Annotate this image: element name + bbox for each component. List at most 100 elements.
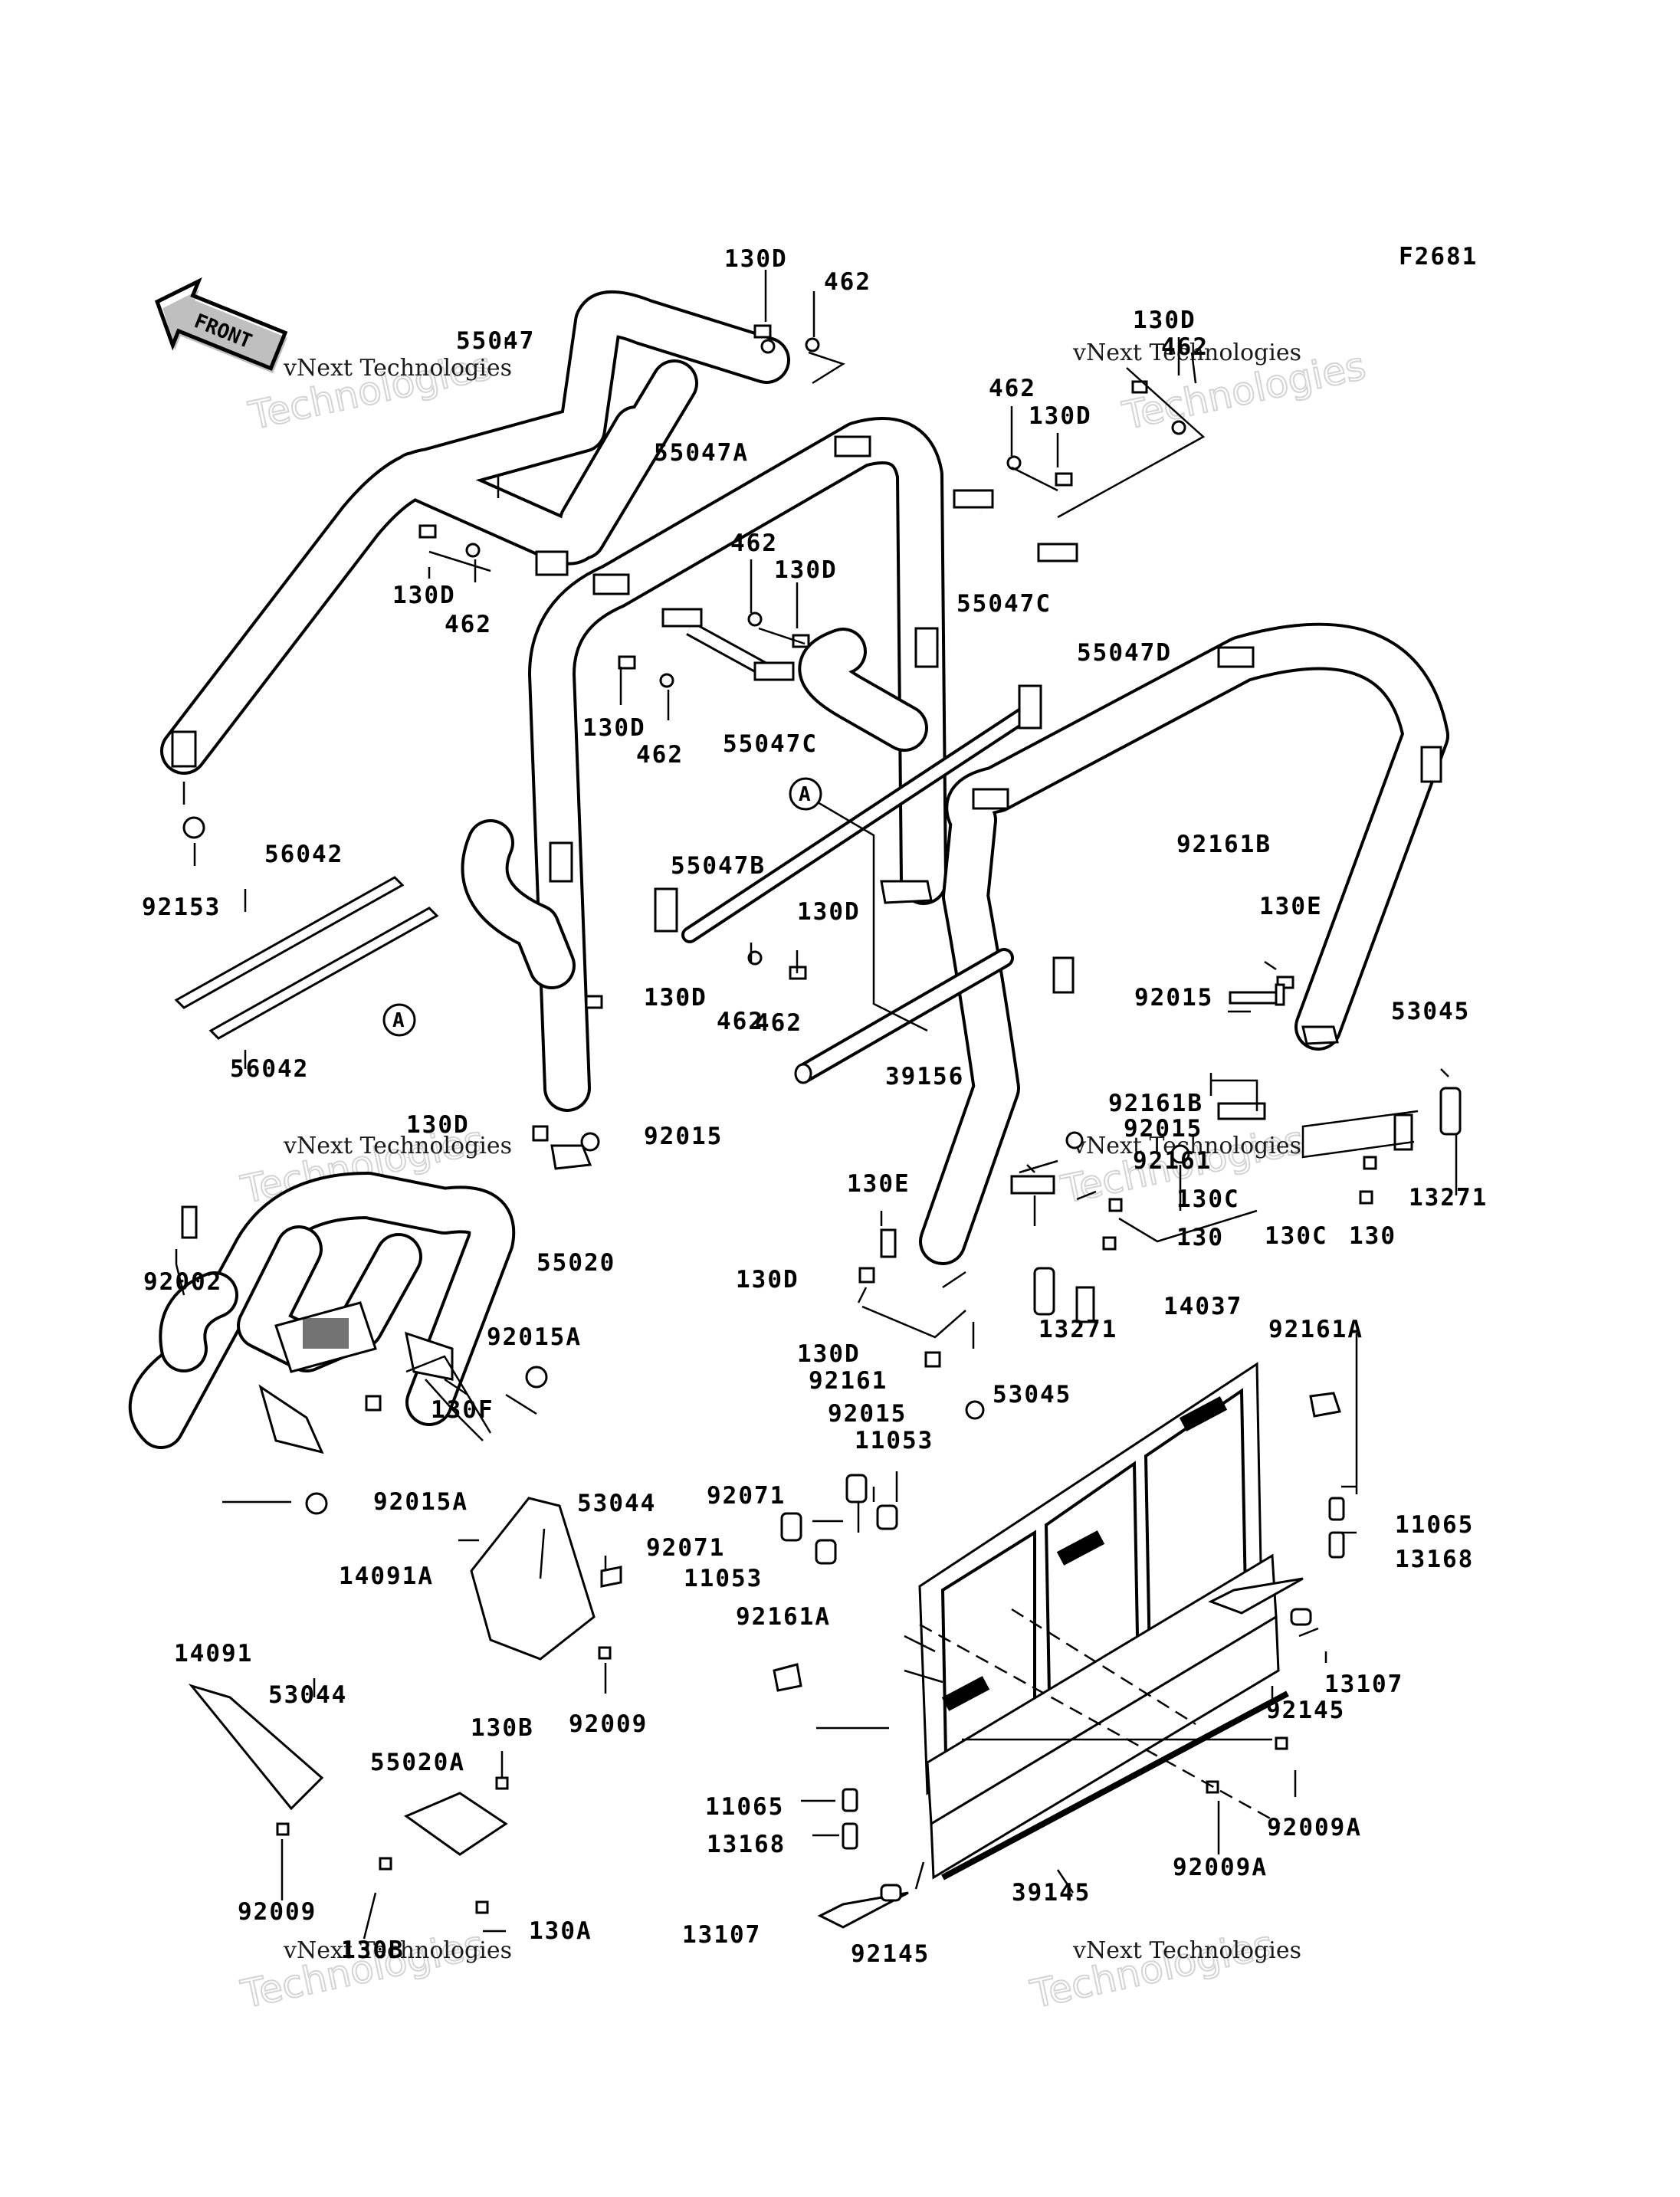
part-label: 130 [1176, 1224, 1224, 1251]
part-label: 130D [724, 245, 788, 273]
part-label: 53045 [1391, 998, 1470, 1025]
part-label: 130D [644, 984, 707, 1012]
tube-39156 [794, 948, 1014, 1084]
part-label: 462 [730, 530, 778, 557]
part-label: 92071 [707, 1482, 786, 1510]
part-label: 55047B [671, 852, 766, 880]
watermark-text: vNext Technologies [283, 355, 512, 382]
pad-92161A-lower [773, 1663, 802, 1692]
part-label: 92161A [736, 1603, 831, 1631]
gate-14037 [918, 1362, 1280, 1880]
part-label: 14091A [339, 1562, 434, 1590]
part-label: 92015A [487, 1323, 582, 1351]
part-label: 11053 [684, 1565, 763, 1592]
watermark-text: vNext Technologies [283, 1937, 512, 1964]
part-label: 14037 [1163, 1293, 1242, 1320]
ref-marker-a: A [789, 777, 822, 811]
part-label: 92145 [851, 1940, 930, 1968]
part-label: 13107 [1324, 1671, 1403, 1698]
part-label: 53044 [268, 1681, 347, 1709]
part-label: 130D [1029, 402, 1092, 430]
part-label: 13271 [1039, 1316, 1117, 1343]
rod-39145 [941, 1690, 1289, 1881]
part-label: 130B [471, 1714, 534, 1742]
part-label: 130D [582, 714, 646, 742]
part-label: 462 [636, 741, 684, 769]
part-label: 55020 [536, 1249, 615, 1277]
part-labels: 130D 462 55047 130D 462 462 130D 55047A … [142, 245, 1488, 1968]
clip-53044 [600, 1566, 622, 1588]
part-label: 13271 [1409, 1184, 1488, 1212]
ref-marker-a: A [382, 1003, 416, 1037]
part-label: 130A [529, 1917, 592, 1945]
part-label: 130D [406, 1111, 470, 1139]
part-label: 92002 [143, 1268, 222, 1296]
part-label: 130E [847, 1170, 911, 1198]
part-label: 13168 [707, 1831, 786, 1858]
part-label: 130D [797, 898, 861, 926]
leader-lines [175, 270, 1458, 1940]
part-label: 462 [989, 375, 1036, 402]
part-label: 130 [1349, 1222, 1396, 1250]
part-label: 92161 [1133, 1147, 1212, 1175]
part-label: 92015 [644, 1123, 723, 1150]
part-label: 53044 [577, 1490, 656, 1517]
fasteners [181, 324, 1377, 1914]
part-label: 130D [736, 1266, 799, 1294]
part-label: 462 [755, 1009, 802, 1037]
part-label: 462 [445, 611, 492, 638]
frame-55047D [919, 622, 1449, 1265]
part-label: 92015 [1124, 1115, 1203, 1143]
small-parts [780, 1087, 1462, 1929]
part-label: 92009 [569, 1710, 648, 1738]
part-label: 55047 [456, 327, 535, 355]
covers [188, 1392, 1341, 1856]
part-label: 92161A [1268, 1316, 1363, 1343]
part-label: 130C [1265, 1222, 1328, 1250]
watermark-text: vNext Technologies [1072, 339, 1301, 366]
tube-55047B [654, 684, 1042, 943]
part-label: 55020A [370, 1749, 465, 1776]
part-label: 55047A [654, 439, 749, 467]
part-label: 92015 [1134, 984, 1213, 1012]
bumper-55020 [128, 1172, 516, 1454]
part-label: 462 [824, 268, 871, 296]
part-label: 92161 [809, 1367, 888, 1395]
part-label: 462 [1161, 333, 1209, 361]
part-label: 14091 [174, 1640, 253, 1667]
brace-55047C-lower [661, 608, 795, 681]
part-label: 92153 [142, 894, 221, 921]
figure-code: F2681 [1399, 243, 1478, 271]
part-label: 130C [1176, 1185, 1240, 1213]
part-label: 130D [1133, 307, 1196, 334]
part-label: 92161B [1176, 831, 1271, 858]
part-label: 55047C [723, 730, 818, 758]
part-label: 92009 [238, 1898, 317, 1926]
part-label: 13168 [1395, 1546, 1474, 1573]
plate-55020A [403, 1792, 508, 1856]
strips-56042 [174, 876, 439, 1040]
frame-55047A [461, 417, 947, 1170]
part-label: 39145 [1012, 1879, 1091, 1907]
ref-marker-label: A [799, 783, 811, 806]
part-label: 92015 [828, 1400, 907, 1428]
part-label: 11065 [1395, 1511, 1474, 1539]
front-arrow-icon: FRONT [154, 277, 288, 374]
part-label: 11065 [705, 1793, 784, 1821]
part-label: 53045 [993, 1381, 1071, 1408]
part-label: 130B [341, 1936, 405, 1964]
part-label: 39156 [885, 1063, 964, 1090]
watermark-text: vNext Technologies [1072, 1937, 1301, 1964]
part-label: 55047D [1077, 639, 1172, 667]
brace-55047C-top [953, 489, 1078, 562]
part-label: 92071 [646, 1534, 725, 1562]
part-label: 92009A [1173, 1854, 1268, 1881]
part-label: 92015A [373, 1488, 468, 1516]
watermark-big: Technologies [1026, 1922, 1277, 2017]
part-label: 130D [644, 984, 707, 1012]
part-label: 56042 [264, 841, 343, 868]
part-label: 13107 [682, 1921, 761, 1949]
part-label: 130D [797, 1340, 861, 1368]
part-label: 92145 [1266, 1697, 1345, 1724]
